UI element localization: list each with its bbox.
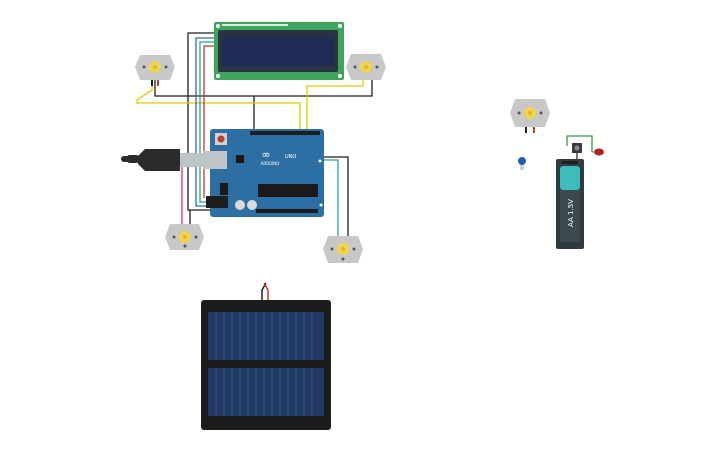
pushbutton-circuit[interactable]: [566, 135, 593, 161]
aa-battery[interactable]: AA 1.5V: [556, 159, 584, 249]
dc-motor-top-right[interactable]: [346, 54, 386, 80]
capacitor[interactable]: [518, 157, 526, 170]
arduino-model: UNO: [285, 154, 296, 160]
solar-panel[interactable]: [201, 282, 331, 430]
wire-teal-right[interactable]: [322, 159, 339, 236]
arduino-brand: ARDUINO: [261, 161, 280, 166]
arduino-logo: ∞: [261, 148, 270, 161]
dc-motor-bottom-left[interactable]: [165, 224, 204, 250]
wire-yellow-right[interactable]: [306, 80, 364, 135]
dc-motor-bottom-right[interactable]: [323, 236, 363, 263]
wire-blue-lcd[interactable]: [195, 37, 218, 207]
wire-black-motor-left[interactable]: [154, 80, 373, 97]
solar-cell-lines: [215, 312, 313, 416]
usb-cable[interactable]: [121, 149, 204, 171]
wire-red-lcd[interactable]: [203, 45, 218, 198]
wire-yellow-left[interactable]: [136, 80, 301, 135]
lcd-pins: [222, 24, 288, 26]
solar-lead-red: [263, 282, 269, 300]
battery-label: AA 1.5V: [567, 199, 575, 227]
wire-black-lcd-top[interactable]: [187, 32, 218, 211]
led[interactable]: [592, 148, 604, 156]
wire-green: [566, 135, 593, 152]
arduino-uno[interactable]: ∞ UNO ARDUINO: [203, 129, 324, 217]
lcd-display[interactable]: [214, 22, 344, 80]
dc-motor-right-circuit[interactable]: [510, 99, 550, 133]
dc-motor-top-left[interactable]: [135, 55, 175, 86]
wire-black-right[interactable]: [322, 156, 349, 236]
